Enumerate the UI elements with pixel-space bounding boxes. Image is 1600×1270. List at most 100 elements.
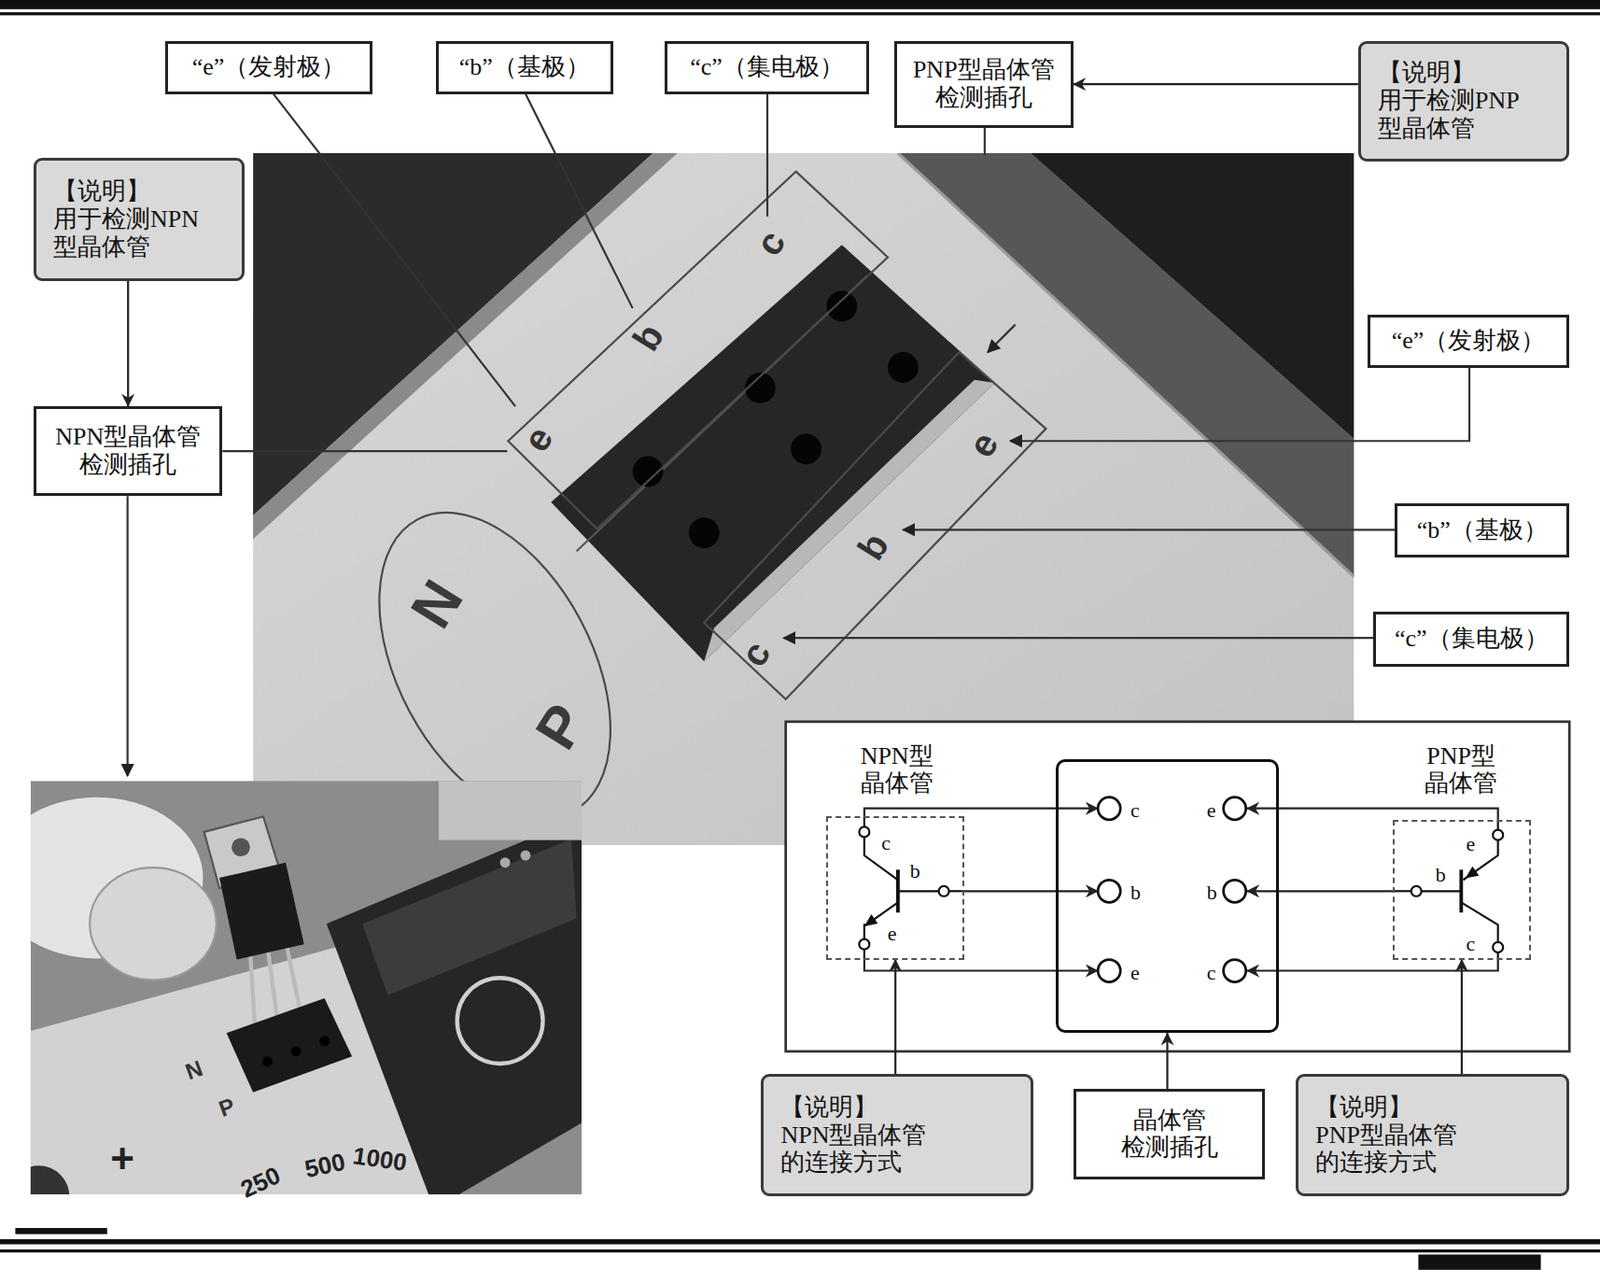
box-text: 用于检测PNP 型晶体管: [1377, 86, 1519, 143]
pin-name: c: [1130, 800, 1140, 821]
transistor-leg: [266, 944, 278, 1021]
connector-arrow: [1460, 959, 1463, 1075]
meter-housing: [1030, 153, 1355, 439]
box-title: 【说明】: [1315, 1093, 1413, 1122]
callout-box: “c”（集电极）: [664, 41, 871, 95]
pin-name: c: [881, 832, 891, 854]
top-rule: [0, 12, 1600, 15]
inset-photo: [30, 780, 582, 1194]
pin-dot: [858, 826, 870, 837]
photo-marking: b: [626, 317, 671, 357]
pin-name: e: [1130, 962, 1140, 983]
pnp-symbol: [1392, 819, 1503, 960]
meter-panel: [362, 839, 577, 996]
leader-arrow: [784, 636, 1375, 639]
socket-pin: [1223, 879, 1247, 902]
led: [500, 856, 511, 868]
meter-top: [438, 780, 582, 840]
connector-arrow: [864, 808, 1098, 817]
socket-pin: [1097, 797, 1121, 820]
transistor-title: PNP型 晶体管: [1424, 742, 1498, 799]
photo-marking: e: [516, 420, 560, 458]
photo-marking: b: [850, 526, 895, 566]
box-title: 【说明】: [53, 177, 151, 206]
photo-marking: 500: [302, 1149, 348, 1181]
callout-box: NPN型晶体管 检测插孔: [33, 406, 223, 496]
photo-marking: P: [215, 1094, 238, 1121]
note-box: 【说明】PNP型晶体管 的连接方式: [1295, 1073, 1570, 1196]
base-wire: [1392, 889, 1412, 892]
box-title: “c”（集电极）: [1394, 624, 1549, 653]
box-title: “b”（基极）: [1417, 516, 1548, 545]
emitter-arrow: [866, 915, 876, 925]
callout-box: “b”（基极）: [435, 41, 614, 95]
transistor-box: PNP型 晶体管ebc: [1392, 819, 1531, 960]
leader-line: [766, 94, 769, 217]
leader-arrow: [987, 324, 1016, 353]
connector-arrow: [1165, 1032, 1168, 1089]
pin-name: e: [1207, 800, 1217, 821]
transistor-box: NPN型 晶体管cbe: [826, 815, 965, 959]
collector-lead: [864, 836, 899, 880]
box-title: PNP型晶体管 检测插孔: [912, 56, 1055, 113]
socket-pin: [1097, 879, 1121, 902]
photo-marking: N: [401, 571, 473, 638]
leader-line: [525, 94, 633, 309]
box-title: “e”（发射极）: [192, 53, 347, 82]
npn-outline: [507, 171, 888, 530]
socket-hole: [319, 1036, 330, 1047]
photo-marking: +: [110, 1137, 135, 1179]
pin-name: c: [1207, 962, 1217, 983]
pin-dot: [1492, 941, 1503, 953]
callout-box: “c”（集电极）: [1373, 611, 1570, 667]
base-wire: [949, 889, 965, 892]
photo-marking: P: [526, 694, 596, 758]
pin-dot: [1492, 829, 1503, 841]
terminal: [30, 1164, 71, 1194]
callout-box: 晶体管 检测插孔: [1073, 1088, 1266, 1179]
note-box: 【说明】用于检测PNP 型晶体管: [1358, 41, 1570, 162]
connector-arrow: [964, 889, 1098, 892]
callout-box: PNP型晶体管 检测插孔: [894, 41, 1074, 128]
leader-line: [983, 127, 986, 156]
bottom-rule: [0, 1238, 1600, 1244]
transistor-leg: [285, 940, 301, 1015]
socket-body: [550, 244, 996, 661]
schematic-panel: [785, 721, 1571, 1052]
socket-box: cebbec: [1055, 758, 1278, 1033]
box-title: 晶体管 检测插孔: [1121, 1106, 1219, 1163]
pin-name: e: [887, 923, 898, 944]
socket-pin: [1223, 959, 1247, 983]
socket-hole: [887, 351, 919, 383]
socket-hole: [688, 517, 720, 548]
connector-arrow: [894, 959, 897, 1075]
photo-marking: c: [748, 224, 792, 262]
leader-arrow: [126, 495, 129, 776]
emitter-arrow: [1467, 868, 1478, 877]
logo-ring: [457, 977, 544, 1064]
photo-marking: 1000: [350, 1142, 408, 1175]
meter-bezel: [326, 815, 582, 1193]
box-title: “c”（集电极）: [689, 53, 844, 82]
bottom-block: [1417, 1253, 1541, 1269]
socket-bevel: [703, 379, 996, 662]
photo-marking: 250: [237, 1162, 284, 1202]
thumb: [89, 867, 217, 980]
socket-hole: [291, 1045, 302, 1056]
connector-arrow: [1247, 959, 1499, 971]
connector-arrow: [1073, 83, 1359, 85]
note-box: 【说明】NPN型晶体管 的连接方式: [760, 1073, 1034, 1196]
pnp-outline: [703, 351, 1046, 700]
led: [519, 850, 531, 861]
callout-box: “b”（基极）: [1394, 503, 1570, 558]
leader-arrow: [902, 528, 1395, 531]
connector-arrow: [126, 280, 129, 407]
tab-hole: [231, 837, 251, 857]
top-bar: [0, 0, 1600, 10]
connector-arrow: [1247, 808, 1499, 820]
pin-name: b: [1130, 882, 1141, 903]
box-text: NPN型晶体管 的连接方式: [780, 1121, 927, 1178]
transistor-body: [219, 862, 305, 960]
pin-name: b: [1435, 864, 1446, 885]
